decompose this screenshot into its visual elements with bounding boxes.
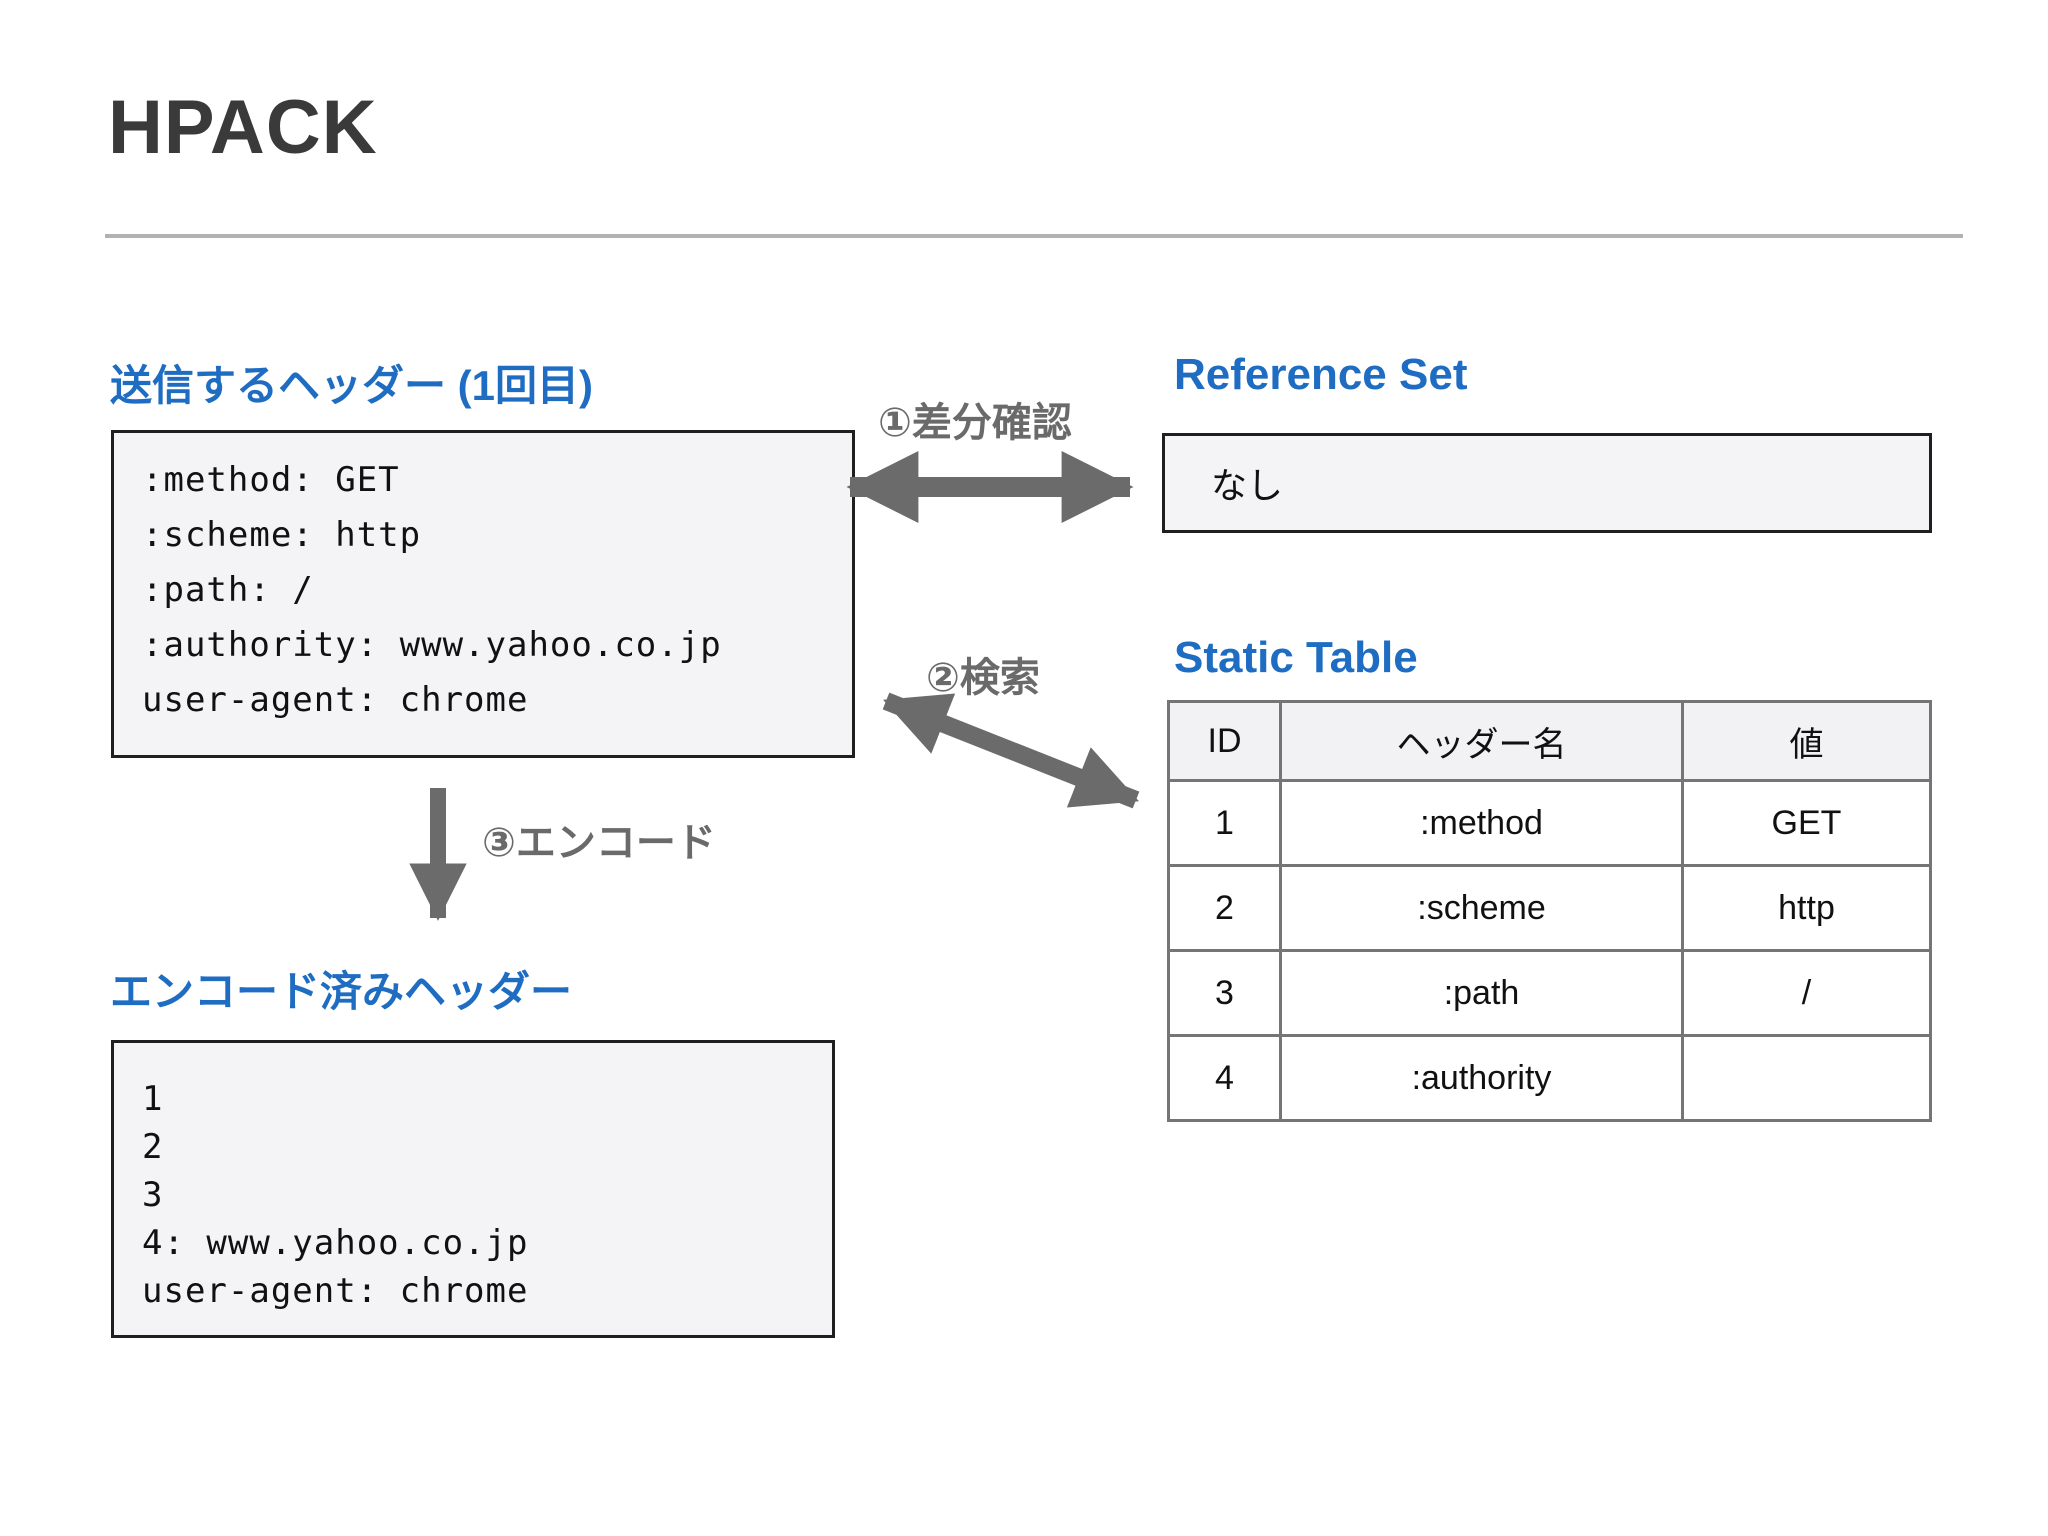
code-line: :authority: www.yahoo.co.jp bbox=[142, 625, 722, 665]
table-cell-name: :scheme bbox=[1279, 864, 1684, 952]
table-cell-name: :path bbox=[1279, 949, 1684, 1037]
table-cell-value: / bbox=[1681, 949, 1932, 1037]
reference-set-box: なし bbox=[1162, 433, 1932, 533]
search-label: ②検索 bbox=[926, 656, 1040, 700]
table-cell-value: GET bbox=[1681, 779, 1932, 867]
code-line: 4: www.yahoo.co.jp bbox=[142, 1223, 529, 1263]
table-cell-id: 4 bbox=[1167, 1034, 1282, 1122]
table-row: 4 :authority bbox=[1167, 1034, 1932, 1122]
code-line: :path: / bbox=[142, 570, 314, 610]
table-cell-id: 3 bbox=[1167, 949, 1282, 1037]
table-cell-id: 1 bbox=[1167, 779, 1282, 867]
table-cell-id: 2 bbox=[1167, 864, 1282, 952]
table-cell-name: :authority bbox=[1279, 1034, 1684, 1122]
search-arrow bbox=[882, 692, 1140, 809]
table-header-name: ヘッダー名 bbox=[1279, 700, 1684, 782]
encoded-headers-box: 1 2 3 4: www.yahoo.co.jp user-agent: chr… bbox=[111, 1040, 835, 1338]
slide-title: HPACK bbox=[108, 85, 378, 170]
code-line: user-agent: chrome bbox=[142, 1271, 529, 1311]
encode-label: ③エンコード bbox=[482, 821, 716, 865]
title-divider bbox=[105, 234, 1963, 238]
table-row: 3 :path / bbox=[1167, 949, 1932, 1037]
table-row: 1 :method GET bbox=[1167, 779, 1932, 867]
sent-headers-heading: 送信するヘッダー (1回目) bbox=[110, 362, 594, 409]
table-cell-value: http bbox=[1681, 864, 1932, 952]
code-line: 3 bbox=[142, 1175, 164, 1215]
table-row: 2 :scheme http bbox=[1167, 864, 1932, 952]
sent-headers-box: :method: GET :scheme: http :path: / :aut… bbox=[111, 430, 855, 758]
table-header-row: ID ヘッダー名 値 bbox=[1167, 700, 1932, 782]
code-line: :method: GET bbox=[142, 460, 400, 500]
reference-set-value: なし bbox=[1211, 465, 1284, 506]
table-header-value: 値 bbox=[1681, 700, 1932, 782]
table-cell-name: :method bbox=[1279, 779, 1684, 867]
table-cell-value bbox=[1681, 1034, 1932, 1122]
static-table-heading: Static Table bbox=[1174, 633, 1418, 682]
table-header-id: ID bbox=[1167, 700, 1282, 782]
reference-set-heading: Reference Set bbox=[1174, 350, 1468, 399]
code-line: 2 bbox=[142, 1127, 164, 1167]
code-line: :scheme: http bbox=[142, 515, 422, 555]
diff-check-label: ①差分確認 bbox=[878, 401, 1072, 445]
code-line: user-agent: chrome bbox=[142, 680, 529, 720]
code-line: 1 bbox=[142, 1079, 164, 1119]
encoded-headers-heading: エンコード済みヘッダー bbox=[110, 968, 573, 1015]
static-table: ID ヘッダー名 値 1 :method GET 2 :scheme http … bbox=[1167, 700, 1932, 1122]
